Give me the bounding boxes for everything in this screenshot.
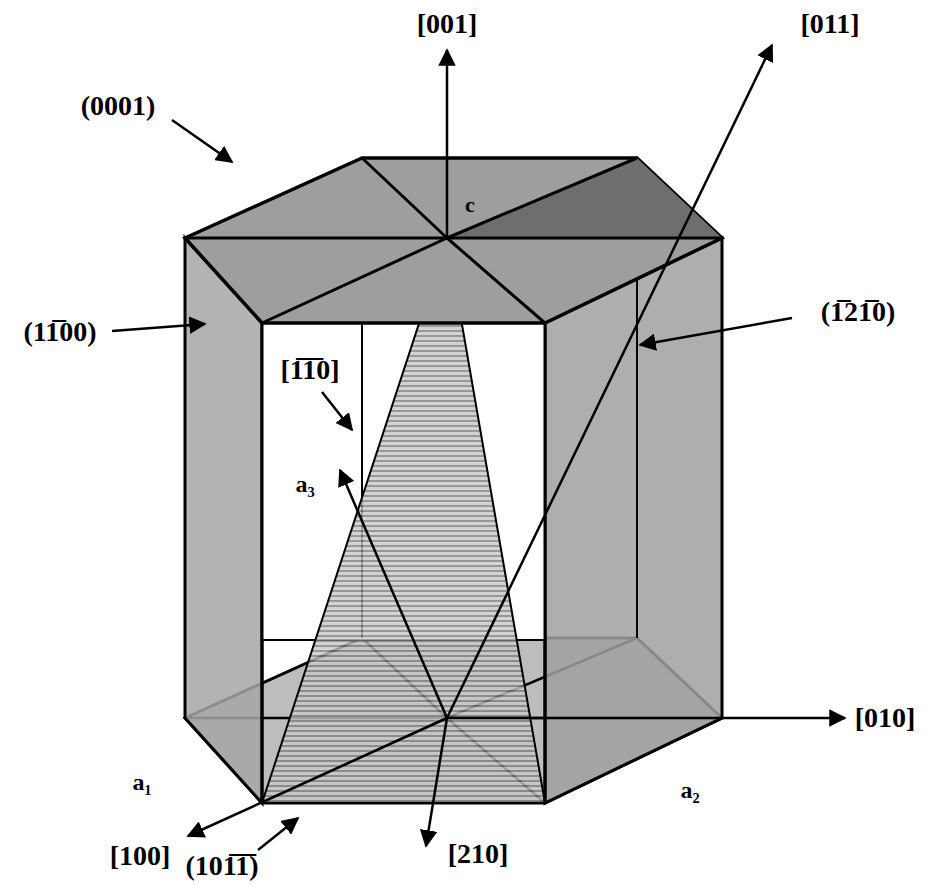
axis-label: a₃ — [293, 471, 316, 497]
axis-label: (0001) — [79, 91, 158, 122]
front-edges — [262, 323, 545, 803]
axis-label: a₂ — [678, 777, 701, 803]
prism-face-left — [185, 238, 262, 803]
axis-label: [1̅1̅0] — [278, 355, 341, 386]
top-diagonals — [185, 158, 722, 323]
leader-arrows — [112, 120, 792, 850]
axis-label: [001] — [415, 9, 480, 40]
axis-arrows — [188, 45, 845, 846]
axis-label: c — [463, 193, 477, 217]
axis-label: (11̅00) — [21, 317, 98, 348]
axis-label: (101̅1̅) — [183, 851, 260, 882]
top-facet — [447, 158, 722, 238]
axis-label: [210] — [446, 839, 511, 870]
axis-label: a₁ — [130, 769, 153, 795]
axis-label: [100] — [108, 841, 173, 872]
top-face — [185, 158, 722, 323]
axis-label: [011] — [798, 9, 861, 40]
axis-label: [010] — [853, 703, 918, 734]
axis-label: (1̅21̅0) — [819, 297, 898, 328]
